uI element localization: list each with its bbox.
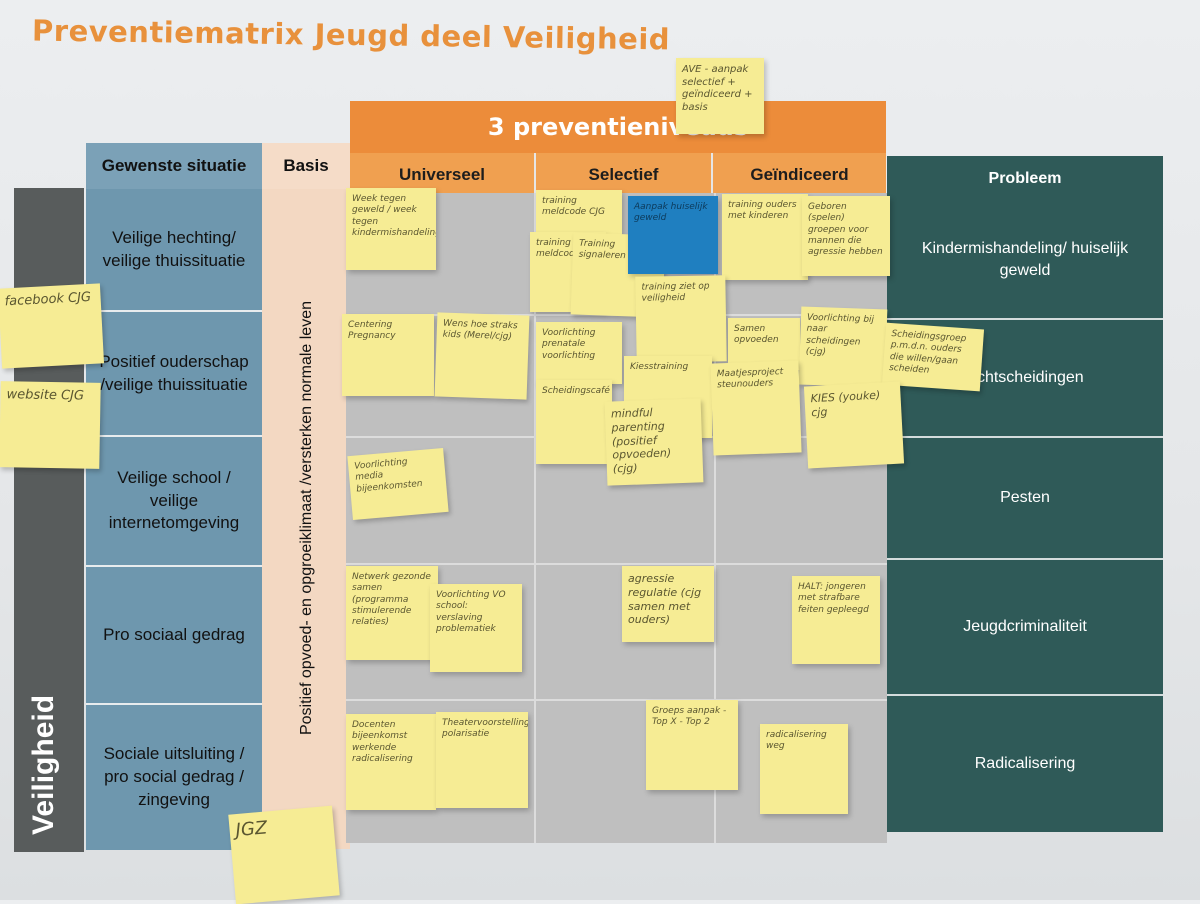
sticky-note[interactable]: Netwerk gezonde samen (programma stimule… xyxy=(346,566,438,660)
sticky-note[interactable]: Groeps aanpak - Top X - Top 2 xyxy=(646,700,738,790)
sticky-note[interactable]: mindful parenting (positief opvoeden) (c… xyxy=(604,398,704,486)
sticky-note[interactable]: Voorlichting VO school: verslaving probl… xyxy=(430,584,522,672)
sticky-note[interactable]: Theatervoorstelling polarisatie xyxy=(436,712,528,808)
probleem-row-4: Jeugdcriminaliteit xyxy=(887,560,1163,696)
header-probleem: Probleem xyxy=(887,156,1163,202)
grid-divider xyxy=(714,193,716,843)
header-geindiceerd: Geïndiceerd xyxy=(713,153,886,197)
sticky-note[interactable]: Voorlichting bij naar scheidingen (cjg) xyxy=(798,306,888,388)
sticky-note[interactable]: training meldcode CJG xyxy=(536,190,622,240)
sticky-note[interactable]: training ouders met kinderen xyxy=(722,194,808,280)
gewenste-row-3: Veilige school / veilige internetomgevin… xyxy=(86,437,262,567)
sticky-note[interactable]: training ziet op veiligheid xyxy=(635,275,727,363)
header-gewenste-situatie: Gewenste situatie xyxy=(86,143,262,189)
basis-vertical-text: Positief opvoed- en opgroeiklimaat /vers… xyxy=(298,301,315,736)
grid-divider xyxy=(346,699,887,701)
sticky-note[interactable]: facebook CJG xyxy=(0,283,105,369)
sticky-note[interactable]: HALT: jongeren met strafbare feiten gepl… xyxy=(792,576,880,664)
sticky-note[interactable]: agressie regulatie (cjg samen met ouders… xyxy=(622,566,714,642)
sticky-note[interactable]: website CJG xyxy=(0,381,101,469)
gewenste-row-4: Pro sociaal gedrag xyxy=(86,567,262,705)
probleem-row-3: Pesten xyxy=(887,438,1163,560)
sticky-note[interactable]: JGZ xyxy=(228,805,340,904)
sticky-note[interactable]: Scheidingscafé xyxy=(536,380,612,464)
probleem-row-5: Radicalisering xyxy=(887,696,1163,832)
header-selectief: Selectief xyxy=(536,153,713,197)
sticky-note[interactable]: Voorlichting media bijeenkomsten xyxy=(347,447,449,521)
sticky-note[interactable]: radicalisering weg xyxy=(760,724,848,814)
sticky-note[interactable]: Geboren (spelen) groepen voor mannen die… xyxy=(802,196,890,276)
sticky-note[interactable]: Week tegen geweld / week tegen kindermis… xyxy=(346,188,436,270)
sticky-note[interactable]: Docenten bijeenkomst werkende radicalise… xyxy=(346,714,436,810)
probleem-row-1: Kindermishandeling/ huiselijk geweld xyxy=(887,202,1163,320)
sticky-note[interactable]: AVE - aanpak selectief + geïndiceerd + b… xyxy=(676,58,764,134)
gewenste-row-2: Positief ouderschap /veilige thuissituat… xyxy=(86,312,262,437)
sticky-note[interactable]: KIES (youke) cjg xyxy=(803,381,905,469)
sticky-note[interactable]: Wens hoe straks kids (Merel/cjg) xyxy=(434,312,530,400)
basis-column: Positief opvoed- en opgroeiklimaat /vers… xyxy=(262,189,350,849)
sticky-note[interactable]: Maatjesproject steunouders xyxy=(710,360,802,456)
sticky-note[interactable]: Voorlichting prenatale voorlichting xyxy=(536,322,622,384)
sticky-note[interactable]: Centering Pregnancy xyxy=(342,314,434,396)
grid-divider xyxy=(346,563,887,565)
page-title: Preventiematrix Jeugd deel Veiligheid xyxy=(31,13,671,57)
grid-divider xyxy=(534,193,536,843)
gewenste-row-5: Sociale uitsluiting / pro social gedrag … xyxy=(86,705,262,850)
sticky-note[interactable]: Aanpak huiselijk geweld xyxy=(628,196,718,274)
niveaus-banner: 3 preventieniveaus xyxy=(350,101,886,153)
gewenste-row-1: Veilige hechting/ veilige thuissituatie xyxy=(86,189,262,312)
header-basis: Basis xyxy=(262,143,350,189)
